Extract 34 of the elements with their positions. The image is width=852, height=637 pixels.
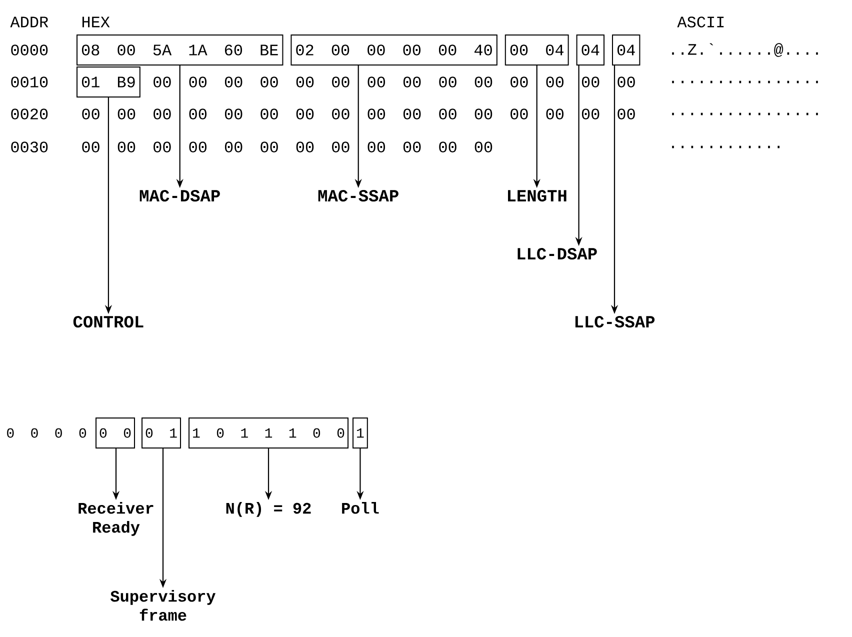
hex-bytes: 00 00 00 00 00 00 00 00 00 00 00 00 00 00 00 00 xyxy=(82,108,635,120)
byte-box: 02 00 00 00 00 40 xyxy=(290,34,498,66)
column-header: HEX xyxy=(82,16,110,28)
address: 0020 xyxy=(11,108,48,120)
byte-box: 04 xyxy=(576,34,604,66)
byte-box: 08 00 5A 1A 60 BE xyxy=(76,34,284,66)
column-header: ADDR xyxy=(10,16,48,28)
field-label: LENGTH xyxy=(508,190,566,202)
field-label: LLC-DSAP xyxy=(518,248,597,260)
bit-box: 0 1 xyxy=(142,418,181,448)
bit-box: 1 xyxy=(352,418,368,448)
address: 0030 xyxy=(11,142,48,152)
field-label: Poll xyxy=(342,502,379,514)
ascii-text: ............ xyxy=(672,146,780,148)
address: 0010 xyxy=(11,76,48,88)
hex-bytes: 00 00 00 00 00 00 00 00 00 00 00 00 xyxy=(82,142,492,152)
field-label: Receiver Ready xyxy=(78,502,154,536)
column-header: ASCII xyxy=(677,16,724,28)
byte-box: 01 B9 xyxy=(76,66,140,98)
hex-bytes: 00 00 00 00 00 00 00 00 00 00 00 00 00 00 xyxy=(154,76,635,88)
ascii-text: ................ xyxy=(672,112,818,116)
field-label: N(R) = 92 xyxy=(226,502,311,517)
field-label: LLC-SSAP xyxy=(575,316,655,328)
bit-box: 1 0 1 1 1 0 0 xyxy=(188,418,349,448)
bit-box: 0 0 xyxy=(96,418,135,448)
ascii-text: ..Z.`......@.... xyxy=(672,43,818,57)
field-label: CONTROL xyxy=(73,316,144,328)
field-label: MAC-SSAP xyxy=(318,190,398,202)
field-label: Supervisory frame xyxy=(110,590,216,621)
byte-box: 00 04 xyxy=(504,34,569,66)
field-label: MAC-DSAP xyxy=(140,190,220,202)
address: 0000 xyxy=(11,44,48,56)
ascii-text: ................ xyxy=(672,80,818,84)
byte-box: 04 xyxy=(612,34,640,66)
